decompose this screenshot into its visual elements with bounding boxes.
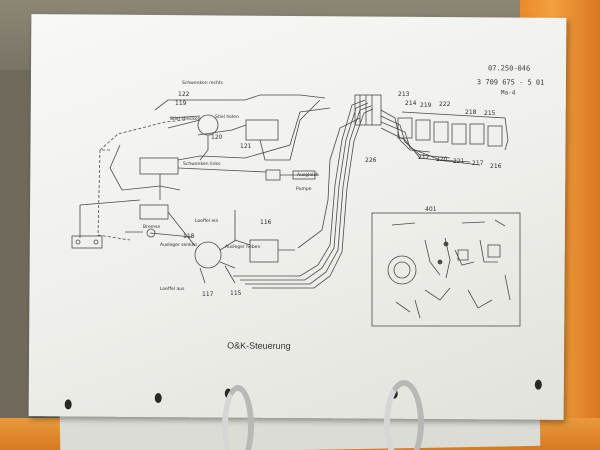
label-boom-lower: Ausleger senken — [160, 242, 197, 248]
part-label: 213 — [398, 91, 410, 98]
pilot-line — [99, 119, 186, 151]
pump-unit — [265, 169, 281, 181]
binder-ring — [384, 380, 424, 450]
label-pump: Pumpe — [296, 186, 312, 192]
terminal-block — [71, 235, 103, 249]
control-valve-swing — [139, 157, 179, 175]
label-stick-extend: Stiel strecken — [170, 116, 201, 122]
part-label: 121 — [240, 143, 252, 150]
part-label: 212 — [418, 154, 430, 161]
part-label: 214 — [405, 100, 417, 107]
detail-frame — [371, 212, 521, 327]
directional-valve — [451, 123, 467, 145]
part-label: 220 — [436, 156, 448, 163]
pump-symbol — [292, 170, 316, 180]
part-label: 122 — [178, 91, 190, 98]
directional-valve — [487, 125, 503, 147]
label-swing-right: Schwenken rechts — [182, 80, 224, 86]
joystick-right — [194, 241, 222, 269]
part-label: 215 — [484, 110, 496, 117]
part-label: 118 — [183, 233, 195, 240]
pilot-line — [79, 199, 141, 238]
part-label: 216 — [490, 163, 502, 170]
label-swing-left: Schwenken links — [183, 161, 221, 167]
directional-valve — [397, 117, 413, 139]
part-label: 119 — [175, 100, 187, 107]
part-label: 115 — [230, 290, 242, 297]
detail-view-401 — [371, 212, 521, 327]
part-label: 117 — [202, 291, 214, 298]
control-valve-stick — [245, 119, 279, 141]
label-bucket-out: Loeffel aus — [160, 286, 185, 292]
directional-valve — [433, 121, 449, 143]
label-hydraulic-tank: Ausgleich — [297, 172, 319, 178]
connector-block — [354, 94, 382, 126]
part-label: 226 — [365, 157, 377, 164]
part-label: 222 — [439, 101, 451, 108]
operator-seat — [387, 255, 417, 285]
label-brake: Bremse — [143, 224, 160, 230]
control-valve-bucket — [249, 239, 279, 263]
directional-valve — [415, 119, 431, 141]
part-label: 401 — [425, 206, 437, 213]
binder-ring — [222, 385, 254, 450]
part-label: 217 — [472, 160, 484, 167]
directional-valve — [469, 123, 485, 145]
label-stick-retract: Stiel holen — [215, 114, 239, 120]
part-label: 219 — [420, 102, 432, 109]
part-label: 221 — [453, 158, 465, 165]
brake-symbol — [146, 228, 156, 238]
part-label: 116 — [260, 219, 272, 226]
part-label: 120 — [211, 134, 223, 141]
part-label: 218 — [465, 109, 477, 116]
label-boom-raise: Ausleger heben — [225, 244, 260, 250]
pilot-line — [97, 149, 131, 241]
control-valve-boom — [139, 204, 169, 220]
label-bucket-in: Loeffel ein — [195, 218, 219, 224]
